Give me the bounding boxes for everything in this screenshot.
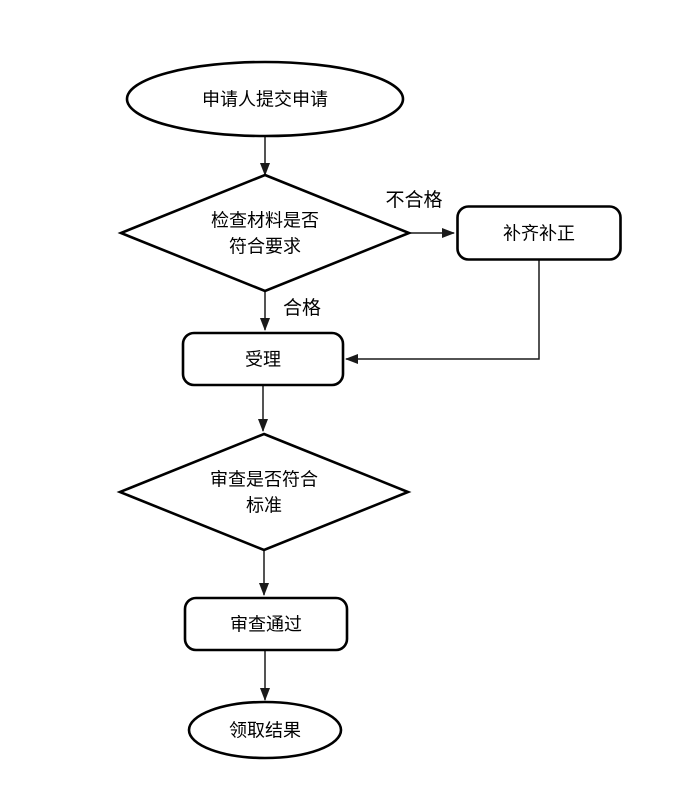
edge-check-to-supplement: 不合格 <box>385 189 455 238</box>
edge-line-supplement-to-accept <box>345 260 540 364</box>
node-label-review-passed: 审查通过 <box>230 615 302 636</box>
node-label-start: 申请人提交申请 <box>202 90 328 111</box>
node-shape-supplement-correct <box>456 205 622 261</box>
node-shape-accept <box>181 331 345 387</box>
edge-label-check-to-accept: 合格 <box>283 297 321 319</box>
node-review-passed: 审查通过 <box>183 596 349 652</box>
node-shape-review-passed <box>183 596 349 652</box>
edge-check-to-accept: 合格 <box>260 292 321 331</box>
node-end: 领取结果 <box>187 700 343 760</box>
edge-supplement-to-accept <box>345 260 540 364</box>
node-shape-end <box>187 700 343 760</box>
node-shape-review-standard <box>116 432 412 552</box>
node-shape-start <box>125 60 405 138</box>
node-label-review-standard-line2: 标准 <box>246 496 282 517</box>
edge-label-check-to-supplement: 不合格 <box>385 189 442 211</box>
node-label-check-materials-line2: 符合要求 <box>229 237 301 258</box>
node-label-check-materials-line1: 检查材料是否 <box>211 211 319 232</box>
node-label-review-standard-line1: 审查是否符合 <box>210 470 318 491</box>
node-label-supplement-correct: 补齐补正 <box>503 224 575 245</box>
node-start: 申请人提交申请 <box>125 60 405 138</box>
node-label-accept: 受理 <box>245 350 281 371</box>
node-accept: 受理 <box>181 331 345 387</box>
node-shape-check-materials <box>117 173 413 293</box>
node-supplement-correct: 补齐补正 <box>456 205 622 261</box>
node-label-end: 领取结果 <box>229 721 301 742</box>
